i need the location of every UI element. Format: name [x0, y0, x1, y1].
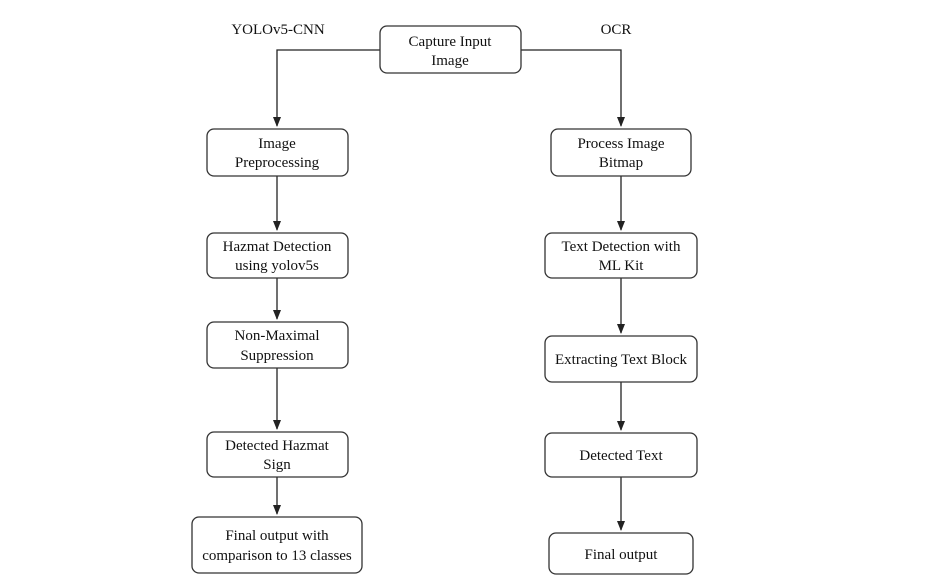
node-text: Bitmap — [599, 155, 643, 171]
node-text: comparison to 13 classes — [202, 548, 352, 564]
edge-capture-to-bitmap — [520, 49, 625, 127]
node-text: Image — [431, 53, 469, 69]
node-text: Text Detection with — [562, 239, 681, 255]
node-hazmat-detection: Hazmat Detection using yolov5s — [206, 232, 349, 279]
node-extracting-text-block: Extracting Text Block — [544, 335, 698, 383]
node-text: Capture Input — [409, 34, 493, 50]
node-process-image-bitmap: Process Image Bitmap — [550, 128, 692, 177]
node-text: Preprocessing — [235, 155, 320, 171]
node-text: using yolov5s — [235, 258, 319, 274]
node-image-preprocessing: Image Preprocessing — [206, 128, 349, 177]
lane-label-ocr: OCR — [601, 22, 632, 38]
node-text: Hazmat Detection — [223, 239, 332, 255]
node-final-output-right: Final output — [548, 532, 694, 575]
node-text-detection-ml-kit: Text Detection with ML Kit — [544, 232, 698, 279]
node-text: Non-Maximal — [235, 328, 320, 344]
node-text: Detected Hazmat — [225, 438, 330, 454]
node-text: Final output with — [225, 528, 329, 544]
node-detected-text: Detected Text — [544, 432, 698, 478]
edges — [273, 49, 625, 531]
node-text: Extracting Text Block — [555, 352, 687, 368]
node-text: Process Image — [577, 136, 664, 152]
node-text: Sign — [263, 457, 291, 473]
node-non-maximal-suppression: Non-Maximal Suppression — [206, 321, 349, 369]
lane-label-yolov5-cnn: YOLOv5-CNN — [231, 22, 324, 38]
node-text: Suppression — [240, 348, 314, 364]
edge-capture-to-preprocess — [273, 49, 380, 127]
node-text: Final output — [585, 547, 659, 563]
node-text: Image — [258, 136, 296, 152]
node-text: ML Kit — [599, 258, 645, 274]
node-text: Detected Text — [579, 448, 663, 464]
node-capture-input-image: Capture Input Image — [379, 25, 522, 74]
node-detected-hazmat-sign: Detected Hazmat Sign — [206, 431, 349, 478]
node-final-output-left: Final output with comparison to 13 class… — [191, 516, 363, 574]
